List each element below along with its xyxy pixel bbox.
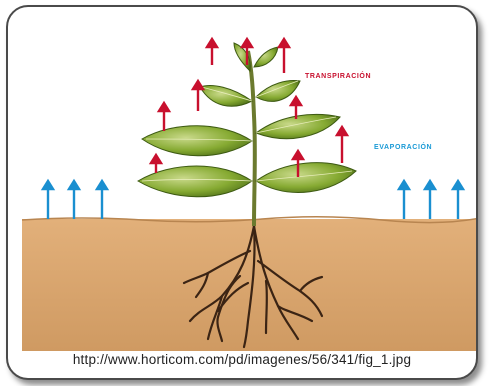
- plant-diagram: [22, 21, 478, 351]
- evaporation-label: EVAPORACIÓN: [374, 144, 432, 151]
- stem: [248, 51, 255, 226]
- transpiration-label: TRANSPIRACIÓN: [305, 73, 371, 80]
- leaves: [138, 43, 356, 197]
- image-frame: TRANSPIRACIÓN EVAPORACIÓN http://www.hor…: [6, 5, 478, 380]
- source-url-caption: http://www.horticom.com/pd/imagenes/56/3…: [8, 352, 476, 367]
